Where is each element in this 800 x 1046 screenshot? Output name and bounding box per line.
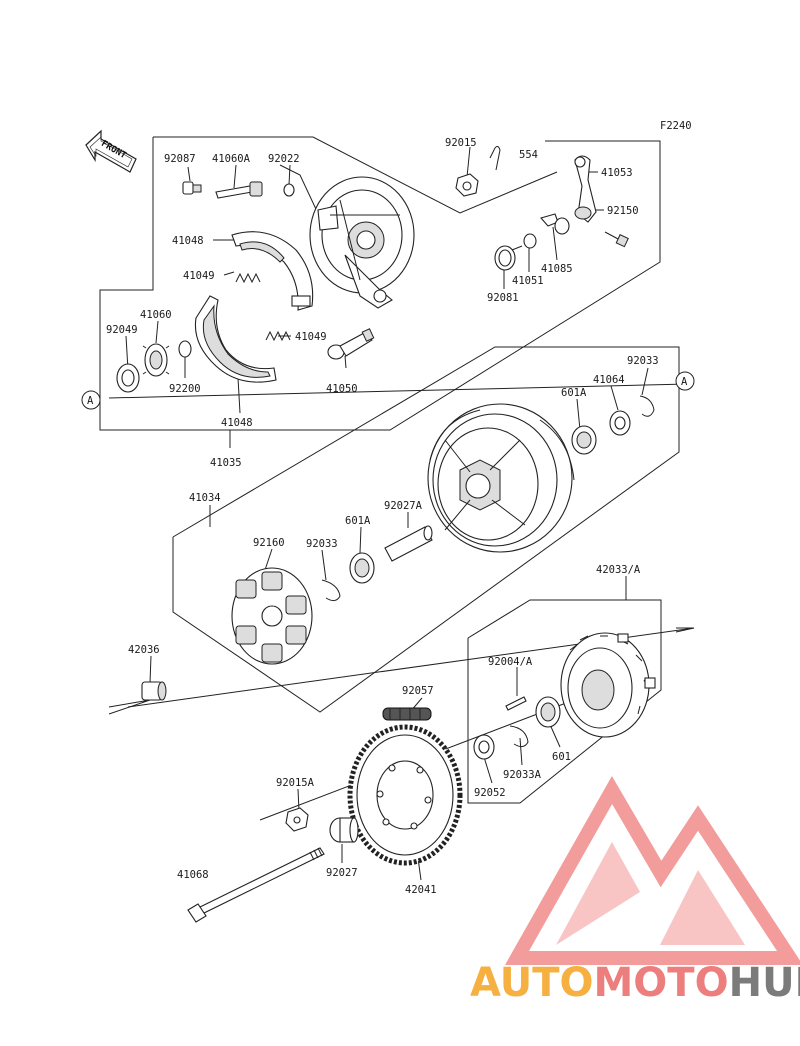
label-41035: 41035 [210, 457, 242, 469]
watermark-hub: HUB [729, 960, 800, 1006]
circlip-92033A [509, 725, 529, 748]
label-92150: 92150 [607, 205, 639, 217]
label-41034: 41034 [189, 492, 221, 504]
label-42041: 42041 [405, 884, 437, 896]
part-labels: 92087 41060A 92022 92015 554 41053 92150… [106, 137, 659, 896]
collar-41064 [609, 410, 631, 436]
washer-41051 [523, 233, 537, 249]
label-42036: 42036 [128, 644, 160, 656]
label-41085: 41085 [541, 263, 573, 275]
rear-wheel-hub [427, 403, 575, 553]
shoe-spring-41049-a [235, 272, 261, 284]
label-601A-left: 601A [345, 515, 371, 527]
label-92160: 92160 [253, 537, 285, 549]
nut-92015A [285, 807, 309, 832]
grease-nipple-92087 [182, 181, 202, 195]
bearing-601A-left [349, 552, 375, 584]
label-41068: 41068 [177, 869, 209, 881]
bearing-601 [535, 696, 561, 728]
label-41050: 41050 [326, 383, 358, 395]
label-41049-lower: 41049 [295, 331, 327, 343]
label-41048-lower: 41048 [221, 417, 253, 429]
svg-text:AUTOMOTOHUB: AUTOMOTOHUB [470, 960, 800, 1006]
washer-92022 [283, 183, 295, 197]
sprocket-coupling [560, 632, 656, 738]
label-92057: 92057 [402, 685, 434, 697]
label-554: 554 [519, 149, 538, 161]
figure-code: F2240 [660, 120, 692, 132]
label-92027A: 92027A [384, 500, 423, 512]
ref-marker-a-right: A [675, 371, 695, 391]
bolt-92150 [604, 231, 629, 248]
label-92081: 92081 [487, 292, 519, 304]
label-92052: 92052 [474, 787, 506, 799]
label-41060: 41060 [140, 309, 172, 321]
spacer-92027A [384, 525, 433, 562]
label-41064: 41064 [593, 374, 625, 386]
spring-92081 [494, 245, 523, 271]
label-41060A: 41060A [212, 153, 251, 165]
label-92033-right: 92033 [627, 355, 659, 367]
brake-group-frame [99, 136, 661, 431]
automotohub-watermark: AUTOMOTOHUB [470, 960, 800, 1006]
watermark-moto: MOTO [594, 960, 729, 1006]
stud-92004A [505, 696, 527, 711]
chain-92057 [382, 707, 432, 721]
washer-92200 [178, 340, 192, 358]
brake-cam-shaft-41060A [215, 181, 263, 199]
collar-92027 [329, 817, 359, 843]
sprocket-group-frame [467, 599, 662, 804]
sprocket-42041 [347, 724, 463, 866]
label-92033A: 92033A [503, 769, 542, 781]
gear-41060 [142, 343, 170, 377]
wheel-group-frame [172, 346, 680, 713]
label-41048-upper: 41048 [172, 235, 204, 247]
brake-panel [309, 176, 415, 309]
label-601: 601 [552, 751, 571, 763]
label-92200: 92200 [169, 383, 201, 395]
label-41053: 41053 [601, 167, 633, 179]
cush-damper-92160 [231, 567, 313, 665]
brake-lever-41053 [574, 155, 597, 223]
label-42033A: 42033/A [596, 564, 641, 576]
label-41049-upper: 41049 [183, 270, 215, 282]
seal-92049 [116, 363, 140, 393]
front-direction-arrow-icon: FRONT [85, 129, 137, 173]
svg-text:A: A [681, 376, 688, 388]
label-92033-left: 92033 [306, 538, 338, 550]
shoe-spring-41049-b [265, 330, 291, 342]
circlip-92033-right [639, 395, 655, 417]
wear-indicator-41085 [540, 213, 570, 235]
label-92004A: 92004/A [488, 656, 533, 668]
leader-lines [125, 146, 649, 881]
label-92015A: 92015A [276, 777, 315, 789]
seal-92052 [473, 734, 495, 760]
svg-text:A: A [87, 395, 94, 407]
label-92027: 92027 [326, 867, 358, 879]
ref-marker-a-left: A [81, 390, 101, 410]
watermark-auto: AUTO [470, 960, 594, 1006]
label-92015: 92015 [445, 137, 477, 149]
cotter-pin-554 [489, 145, 501, 171]
label-92049: 92049 [106, 324, 138, 336]
circlip-92033-left [321, 579, 341, 602]
brake-cam-41050 [327, 328, 375, 360]
label-601A-right: 601A [561, 387, 587, 399]
axle-41068 [187, 847, 325, 923]
brake-shoe-upper-41048 [231, 231, 314, 311]
automotohub-logo-icon [505, 775, 800, 965]
bearing-601A-right [571, 425, 597, 455]
nut-92015 [455, 173, 479, 197]
label-92087: 92087 [164, 153, 196, 165]
collar-42036 [141, 681, 167, 701]
label-92022: 92022 [268, 153, 300, 165]
label-41051: 41051 [512, 275, 544, 287]
brake-shoe-lower-41048 [194, 295, 277, 383]
